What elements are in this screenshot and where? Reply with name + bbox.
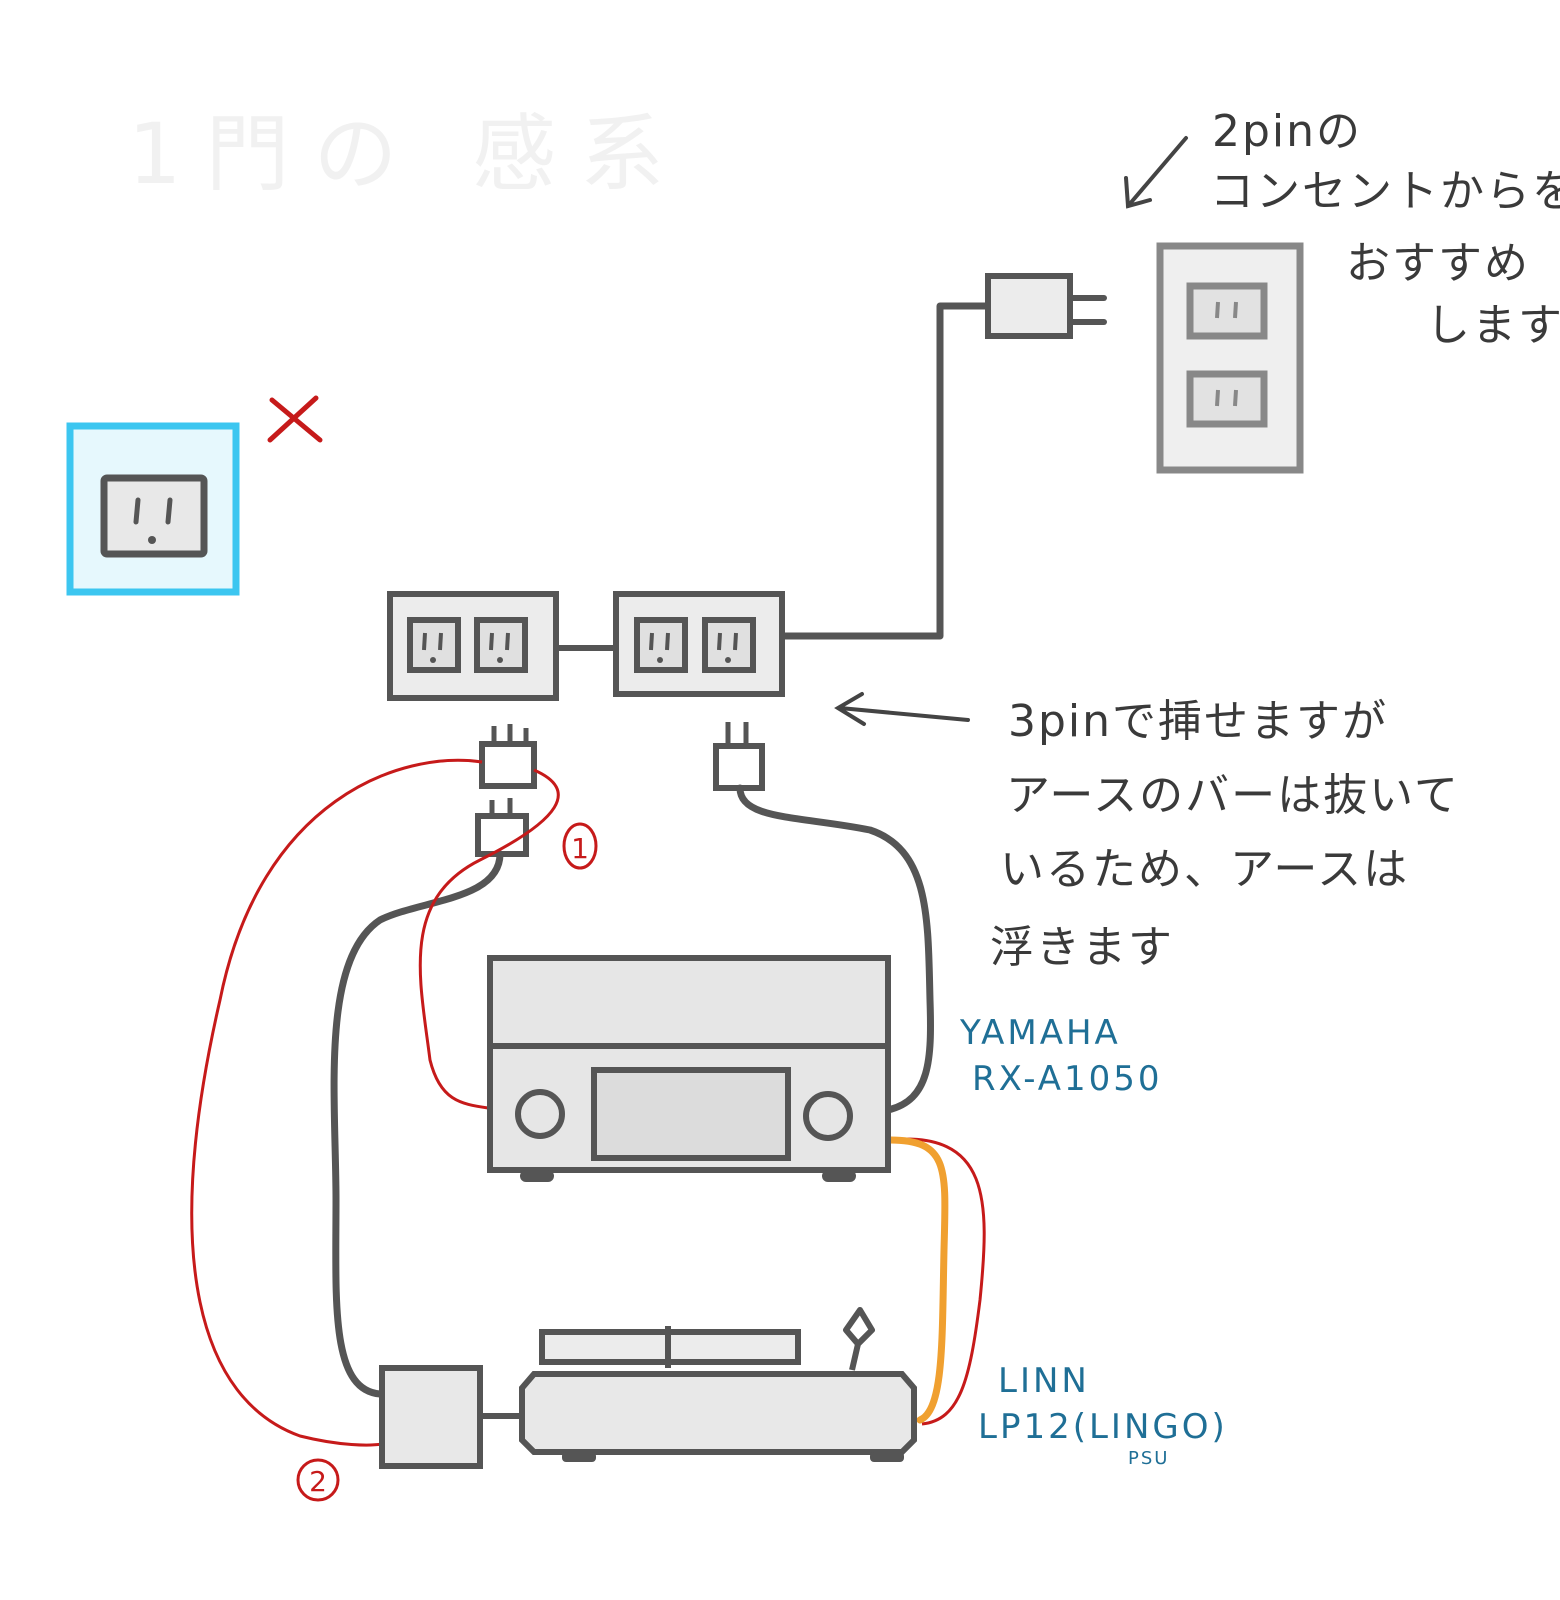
note-3pin-line-2: アースのバーは抜いて bbox=[1006, 770, 1460, 821]
power-strip-right-icon bbox=[613, 591, 785, 697]
turntable-brand-label: LINN bbox=[998, 1361, 1090, 1401]
ground-wire-1 bbox=[418, 768, 560, 1110]
plug-3pin-icon bbox=[479, 724, 537, 789]
turntable-model-label: LP12(LINGO) bbox=[978, 1407, 1228, 1447]
note-2pin-line-3: おすすめ bbox=[1346, 238, 1530, 289]
note-2pin-line-4: します bbox=[1426, 300, 1560, 351]
ground-wire-3 bbox=[887, 1137, 986, 1426]
receiver-brand-label: YAMAHA bbox=[960, 1013, 1121, 1053]
note-3pin-line-4: 浮きます bbox=[990, 922, 1174, 973]
marker-two-icon: 2 bbox=[296, 1458, 340, 1502]
note-2pin-line-2: コンセントからを bbox=[1210, 166, 1560, 217]
note-3pin-line-3: いるため、アースは bbox=[1000, 844, 1410, 895]
marker-two-text: 2 bbox=[309, 1465, 327, 1498]
receiver-model-label: RX-A1050 bbox=[972, 1059, 1163, 1099]
adapter-plug-icon bbox=[475, 798, 529, 857]
av-receiver-icon bbox=[487, 955, 891, 1182]
marker-one-icon: 1 bbox=[562, 822, 598, 870]
power-strip-left-icon bbox=[387, 591, 559, 701]
marker-one-text: 1 bbox=[571, 832, 589, 865]
receiver-plug-icon bbox=[713, 722, 765, 791]
receiver-power-cord bbox=[736, 784, 934, 1114]
psu-label: PSU bbox=[1128, 1448, 1170, 1469]
ground-wire-2 bbox=[190, 758, 483, 1447]
cross-mark-icon bbox=[267, 395, 323, 443]
wall-outlet-3pin-icon bbox=[66, 422, 240, 596]
note-2pin-line-1: 2pinの bbox=[1212, 106, 1363, 157]
note-3pin-line-1: 3pinで挿せますが bbox=[1008, 696, 1389, 747]
psu-box-icon bbox=[379, 1365, 522, 1469]
wall-plug-2pin-icon bbox=[985, 273, 1107, 339]
wall-outlet-2pin-icon bbox=[1156, 242, 1304, 474]
signal-wire-orange bbox=[886, 1136, 949, 1424]
psu-power-cord bbox=[330, 850, 504, 1398]
main-power-cord bbox=[782, 302, 988, 640]
ghost-title: 1門の 感系 bbox=[128, 105, 689, 203]
turntable-icon bbox=[519, 1307, 917, 1462]
arrow-left-icon bbox=[834, 692, 970, 726]
arrow-down-left-icon bbox=[1124, 136, 1188, 209]
